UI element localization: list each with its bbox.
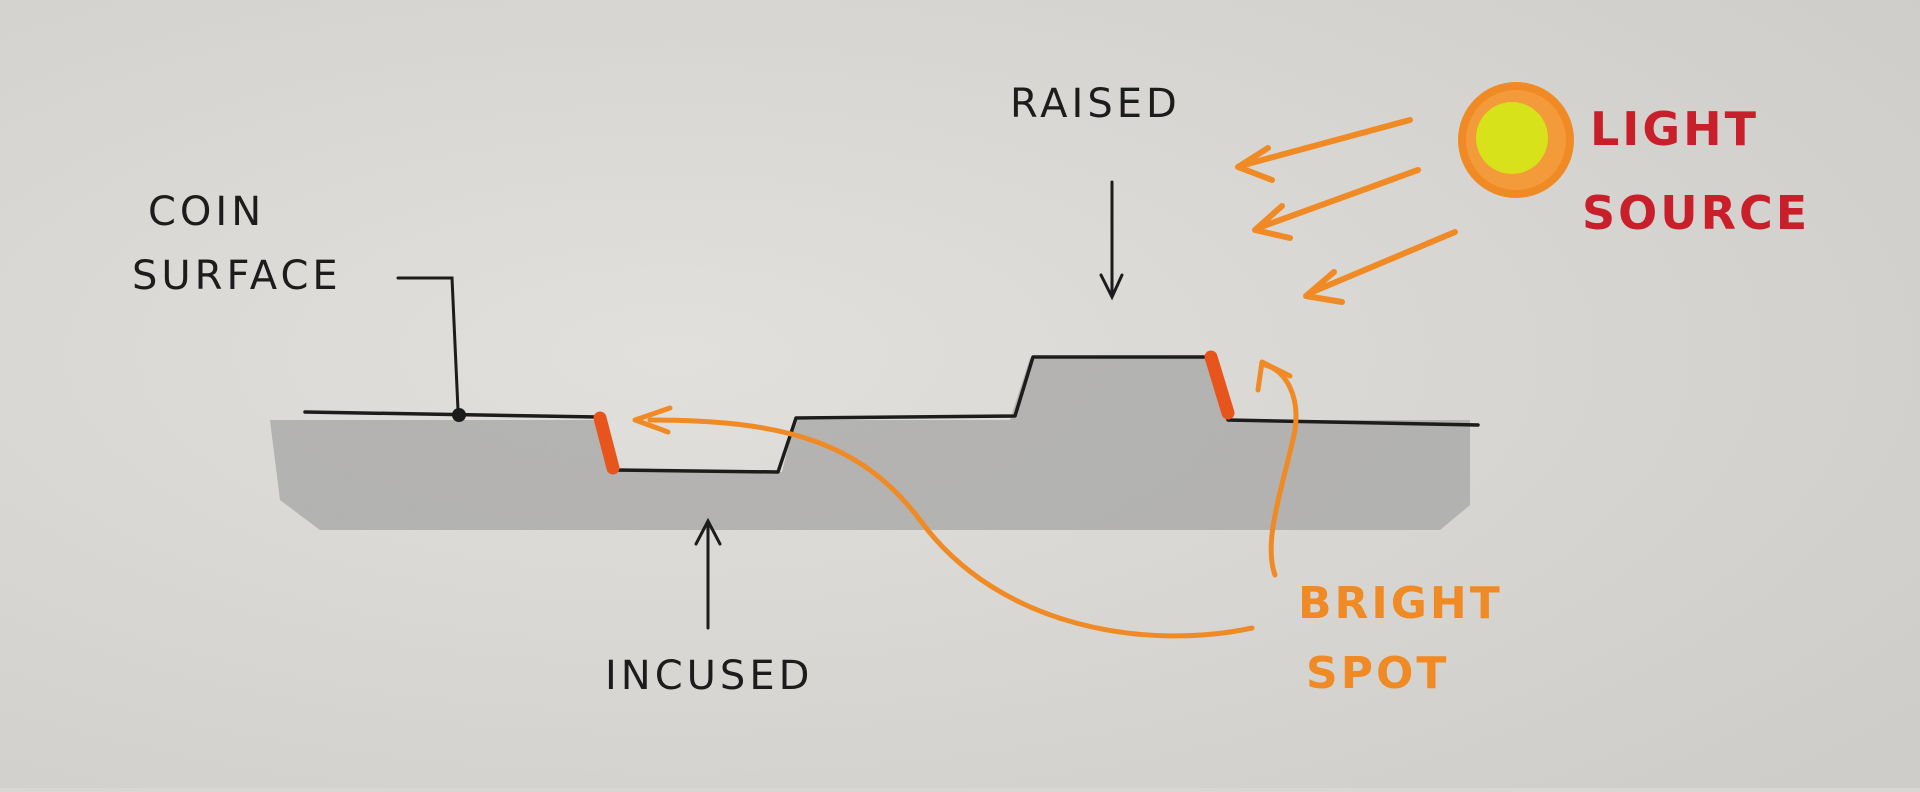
light-ray-1 <box>1237 117 1413 169</box>
bright-spot-label-line2: SPOT <box>1306 648 1450 699</box>
light-rays <box>1235 117 1458 305</box>
raised-bright-spot-mark <box>1204 350 1235 420</box>
light-source-label-line2: SOURCE <box>1582 186 1811 240</box>
coin-surface-leader <box>396 276 460 412</box>
light-source-icon <box>1458 82 1574 198</box>
coin-surface-label-line1: COIN <box>148 189 266 235</box>
bright-spot-label-line1: BRIGHT <box>1298 578 1503 629</box>
raised-label: RAISED <box>1010 81 1181 127</box>
raised-arrow <box>1099 180 1124 301</box>
light-ray-3 <box>1307 229 1458 296</box>
light-source-label-line1: LIGHT <box>1590 102 1760 156</box>
light-ray-2 <box>1255 167 1421 231</box>
coin-body-shading <box>270 358 1470 530</box>
coin-surface-dot <box>452 408 466 422</box>
coin-surface-label-line2: SURFACE <box>132 253 342 299</box>
incused-bright-spot-mark <box>593 411 620 475</box>
incused-label: INCUSED <box>605 653 814 699</box>
bright-spot-leaders <box>632 359 1299 639</box>
incused-arrow <box>694 517 722 630</box>
